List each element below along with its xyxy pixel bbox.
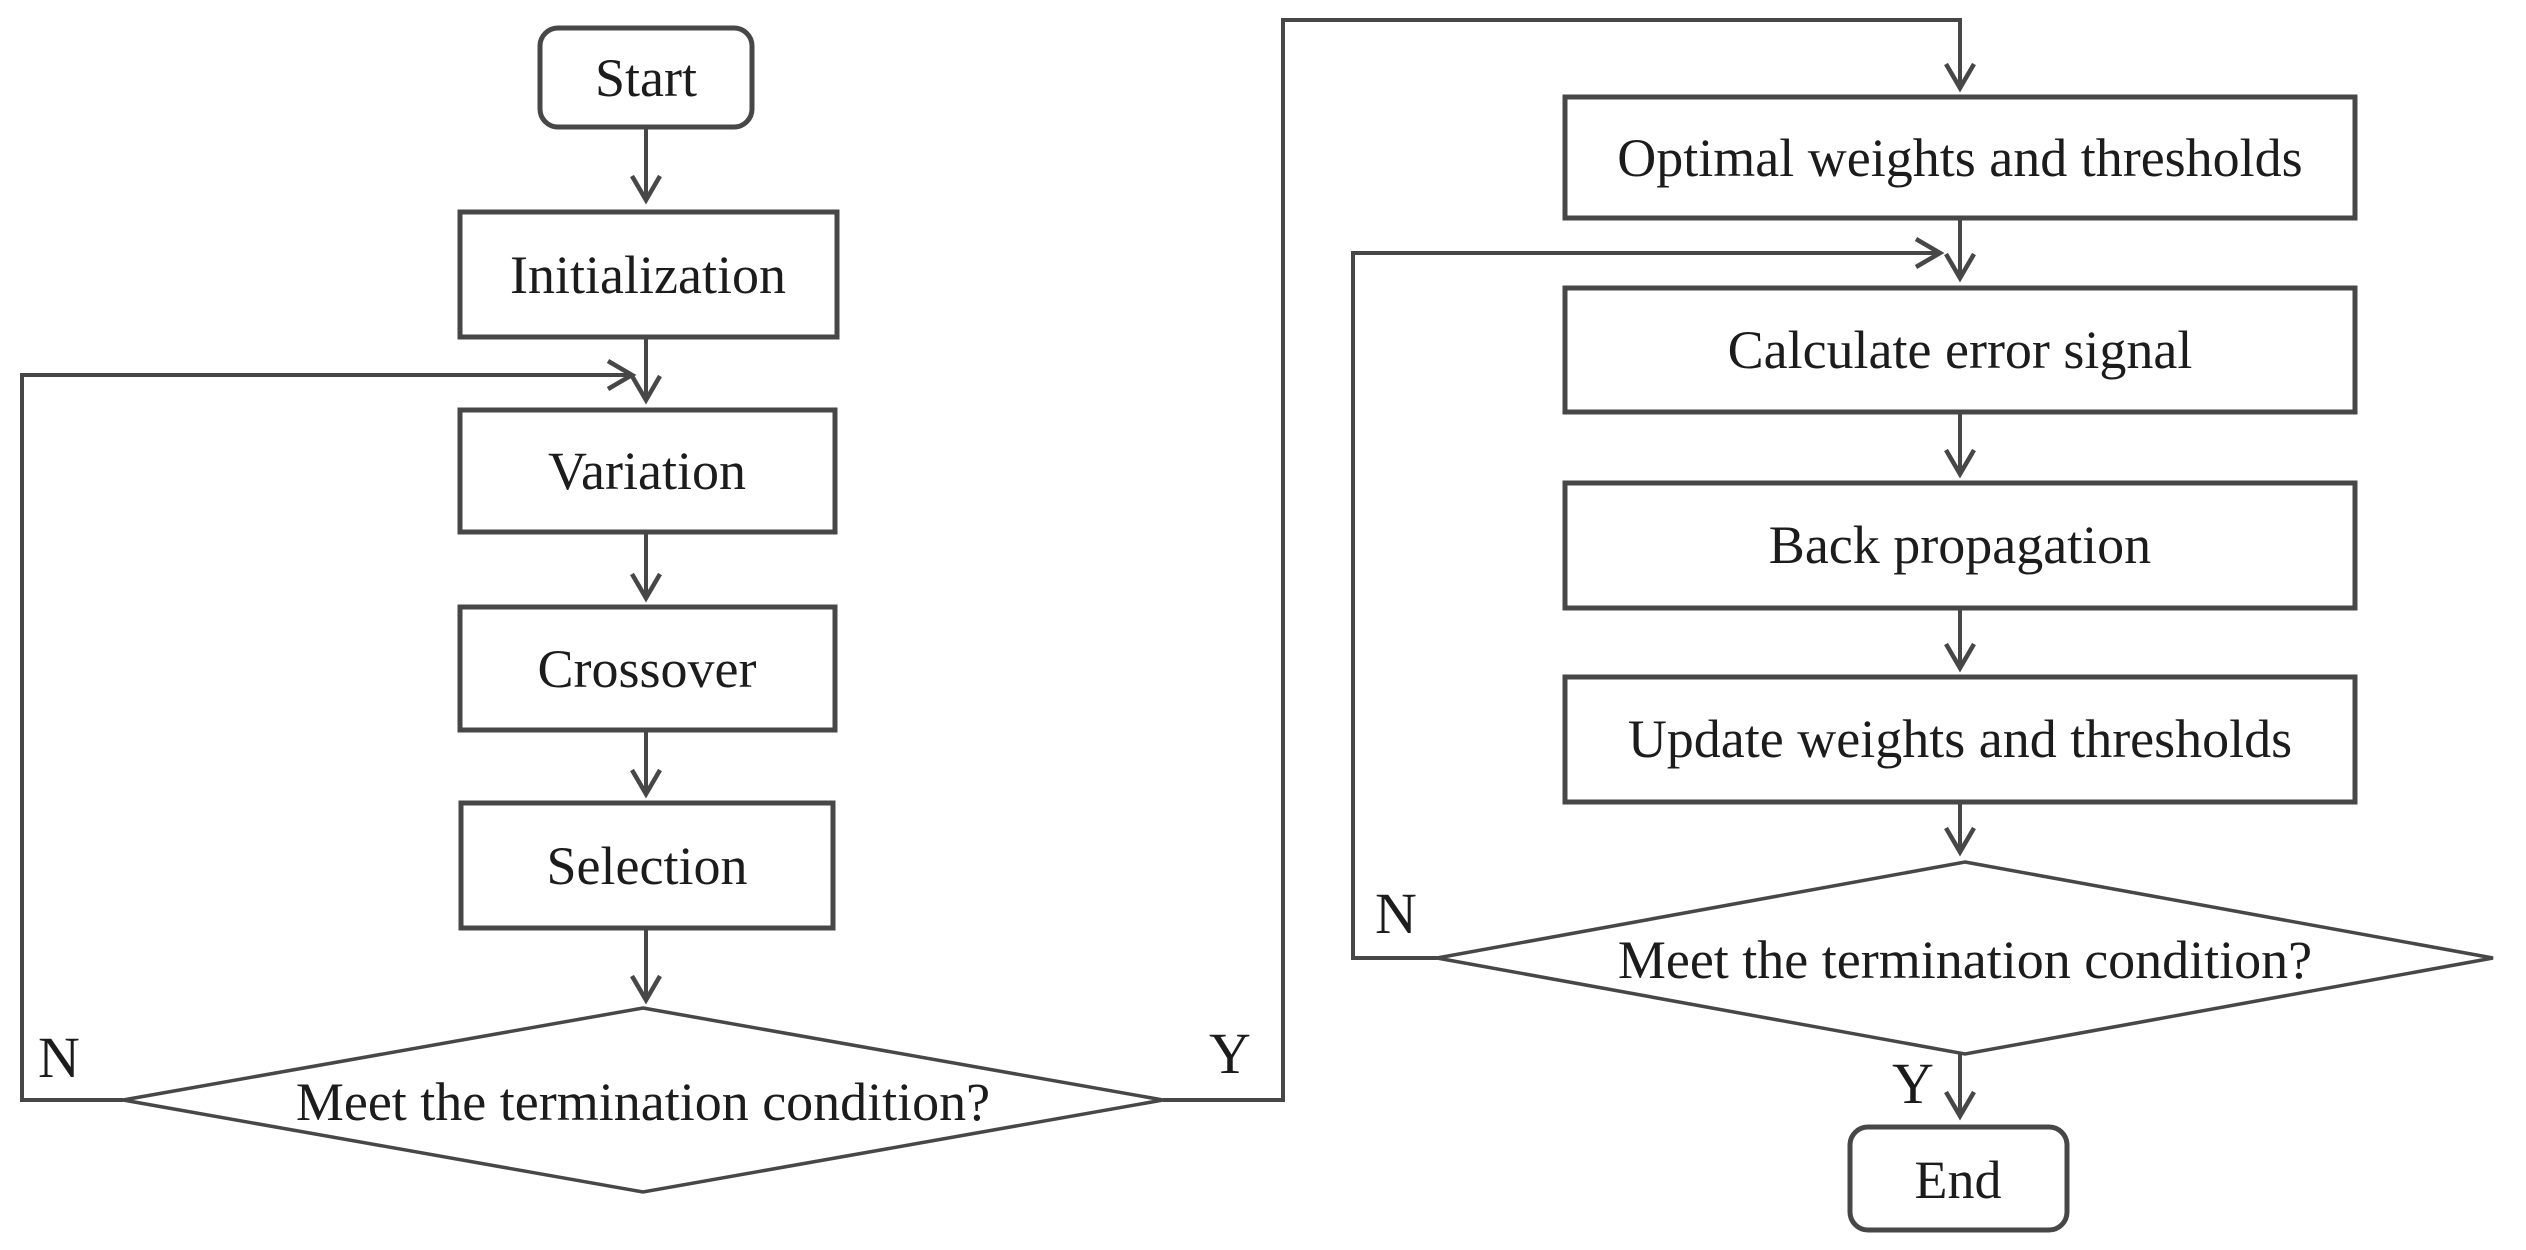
- calculate-error-box: [1562, 285, 2358, 415]
- end-node: End: [1847, 1124, 2070, 1233]
- crossover-node: Crossover: [457, 604, 838, 733]
- optimal-weights-label: Optimal weights and thresholds: [1617, 128, 2302, 188]
- initialization-label: Initialization: [510, 245, 786, 305]
- variation-node: Variation: [457, 407, 838, 535]
- selection-box: [458, 800, 836, 931]
- optimal-weights-box: [1562, 94, 2358, 221]
- initialization-node: Initialization: [457, 209, 840, 340]
- start-node: Start: [537, 25, 755, 130]
- update-weights-box: [1562, 674, 2358, 805]
- ga-yes-branch-label: Y: [1209, 1021, 1251, 1086]
- update-weights-label: Update weights and thresholds: [1628, 709, 2292, 769]
- start-label: Start: [595, 48, 697, 108]
- bp-edges: [1351, 218, 1976, 1121]
- start-box: [537, 25, 755, 130]
- ga-decision-label: Meet the termination condition?: [296, 1072, 990, 1132]
- ga-no-branch-label: N: [38, 1025, 80, 1090]
- calculate-error-label: Calculate error signal: [1728, 320, 2193, 380]
- end-label: End: [1915, 1150, 2002, 1210]
- selection-node: Selection: [458, 800, 836, 931]
- ga-decision-diamond: [122, 1006, 1164, 1194]
- bp-termination-decision: Meet the termination condition?: [1436, 860, 2494, 1056]
- variation-label: Variation: [548, 441, 746, 501]
- selection-label: Selection: [547, 836, 748, 896]
- back-propagation-node: Back propagation: [1562, 480, 2358, 611]
- initialization-box: [457, 209, 840, 340]
- edge-ga-no-return-loop: [20, 359, 637, 1102]
- edge-bp-no-return-loop: [1351, 237, 1945, 960]
- calculate-error-node: Calculate error signal: [1562, 285, 2358, 415]
- ga-termination-decision: Meet the termination condition?: [122, 1006, 1164, 1194]
- bp-no-branch-label: N: [1375, 881, 1417, 946]
- back-propagation-box: [1562, 480, 2358, 611]
- back-propagation-label: Back propagation: [1769, 515, 2151, 575]
- bp-decision-label: Meet the termination condition?: [1618, 930, 2312, 990]
- crossover-label: Crossover: [538, 639, 757, 699]
- variation-box: [457, 407, 838, 535]
- crossover-box: [457, 604, 838, 733]
- bp-decision-diamond: [1436, 860, 2494, 1056]
- ga-edges: [20, 18, 1976, 1102]
- optimal-weights-node: Optimal weights and thresholds: [1562, 94, 2358, 221]
- bp-yes-branch-label: Y: [1892, 1051, 1934, 1116]
- edge-ga-yes-to-optimal: [1163, 18, 1976, 1102]
- update-weights-node: Update weights and thresholds: [1562, 674, 2358, 805]
- end-box: [1847, 1124, 2070, 1233]
